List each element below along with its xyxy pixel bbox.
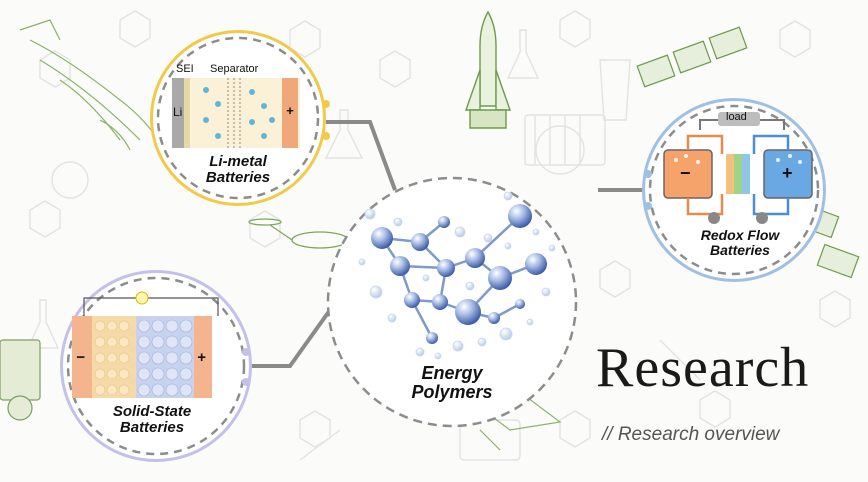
solid-state-line1: Solid-State	[112, 403, 192, 420]
polymer-molecule-graphic	[358, 191, 556, 360]
solid-state-minus-label: −	[76, 349, 85, 366]
li-metal-batteries-label: Li-metal Batteries	[178, 153, 298, 187]
separator-label: Separator	[210, 63, 259, 75]
redox-plus-label: +	[782, 163, 793, 183]
solid-state-line2: Batteries	[119, 419, 185, 437]
li-metal-line1: Li-metal	[209, 153, 267, 170]
research-subtitle: // Research overview	[602, 424, 780, 445]
load-label: load	[726, 111, 747, 123]
redox-minus-label: −	[680, 163, 691, 183]
li-metal-plus-label: +	[286, 103, 294, 118]
sei-label: SEI	[176, 63, 194, 75]
redox-flow-line1: Redox Flow	[700, 227, 780, 243]
redox-flow-cell-graphic	[663, 112, 813, 224]
li-metal-cell-graphic	[172, 78, 300, 148]
energy-polymers-line1: Energy	[421, 363, 483, 383]
energy-polymers-line2: Polymers	[411, 382, 493, 403]
solid-state-cell-graphic	[72, 291, 219, 398]
li-metal-line2: Batteries	[205, 169, 271, 187]
redox-flow-batteries-label: Redox Flow Batteries	[680, 227, 800, 259]
solid-state-batteries-label: Solid-State Batteries	[92, 403, 212, 437]
research-title: Research	[596, 337, 810, 399]
redox-flow-line2: Batteries	[710, 242, 770, 259]
energy-polymers-label: Energy Polymers	[382, 363, 522, 403]
li-electrode-label: Li	[173, 105, 183, 119]
solid-state-plus-label: +	[197, 349, 206, 366]
